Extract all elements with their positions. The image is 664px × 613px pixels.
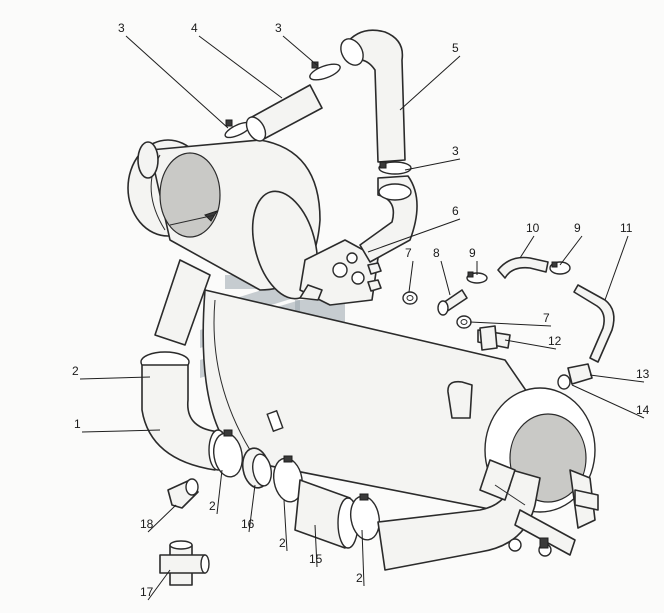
callout-label-c8: 8	[433, 246, 440, 260]
sleeve-16	[241, 447, 272, 489]
washer-7-b	[456, 315, 472, 329]
leader-line-c18	[147, 504, 177, 533]
callout-label-c2c: 2	[279, 536, 286, 550]
leader-line-c3a	[125, 35, 229, 129]
leader-line-c15	[314, 524, 318, 568]
tee-valve-17	[159, 540, 210, 586]
leader-line-c14	[571, 384, 645, 419]
leader-line-c7a	[408, 260, 414, 293]
bracket-assembly	[508, 469, 599, 557]
callout-label-c12: 12	[548, 334, 562, 348]
hose-10	[497, 256, 549, 279]
filter-outlet-tube	[154, 259, 211, 346]
leader-line-c10	[519, 235, 535, 259]
callout-label-c9a: 9	[469, 246, 476, 260]
leader-line-c16	[248, 484, 256, 533]
callout-label-c5: 5	[452, 41, 459, 55]
leader-line-c5	[399, 55, 461, 111]
clamp-2-b	[272, 455, 304, 503]
callout-label-c15: 15	[309, 552, 323, 566]
fitting-8	[437, 289, 468, 316]
air-filter-housing	[127, 139, 321, 300]
compressor-unit	[299, 239, 382, 306]
clamp-2-a	[212, 429, 244, 478]
callout-label-c2d: 2	[356, 571, 363, 585]
callout-label-c4: 4	[191, 21, 198, 35]
washer-14	[557, 374, 571, 390]
callout-label-c2a: 2	[72, 364, 79, 378]
upper-pipe	[340, 29, 418, 263]
callout-label-c6: 6	[452, 204, 459, 218]
leader-line-c2d	[361, 529, 365, 587]
callout-label-c3b: 3	[275, 21, 282, 35]
leader-line-c17	[147, 569, 171, 601]
leader-line-c3b	[282, 35, 319, 67]
callout-label-c9b: 9	[574, 221, 581, 235]
leader-line-c13	[589, 374, 645, 383]
callout-label-c11: 11	[620, 221, 633, 235]
hose-4	[245, 84, 323, 142]
leader-line-c2b	[216, 469, 223, 515]
callout-label-c7b: 7	[543, 311, 550, 325]
clamp-9-b	[549, 261, 571, 275]
leader-line-c6	[367, 218, 461, 253]
callout-label-c16: 16	[241, 517, 255, 531]
hose-15	[294, 479, 359, 549]
callout-label-c1: 1	[74, 417, 81, 431]
elbow-pipe-1	[140, 351, 228, 471]
leader-line-c9b	[559, 235, 583, 266]
fitting-18	[167, 478, 199, 509]
callout-label-c3a: 3	[118, 21, 125, 35]
clamp-3-mid	[378, 161, 412, 175]
callout-label-c13: 13	[636, 367, 650, 381]
leader-line-c4	[198, 35, 283, 99]
leader-line-c3c	[404, 158, 461, 171]
nut-13	[567, 363, 593, 385]
clamp-3-top	[309, 61, 341, 81]
lower-outlet-pipe	[377, 459, 541, 571]
callout-label-c7a: 7	[405, 246, 412, 260]
leader-line-c2c	[283, 499, 288, 552]
clamp-2-c	[349, 493, 381, 541]
pipe-11	[573, 284, 615, 363]
bolt-12	[477, 325, 511, 351]
callout-label-c3c: 3	[452, 144, 459, 158]
callout-label-c10: 10	[526, 221, 540, 235]
callout-label-c2b: 2	[209, 499, 216, 513]
callout-label-c18: 18	[140, 517, 154, 531]
callout-label-c14: 14	[636, 403, 650, 417]
leader-line-c2a	[79, 376, 151, 380]
washer-7-a	[402, 291, 418, 305]
leader-line-c8	[440, 260, 451, 296]
clamp-9-a	[466, 271, 488, 284]
leader-line-c12	[504, 339, 557, 350]
leader-line-c11	[604, 235, 629, 301]
callout-label-c17: 17	[140, 585, 154, 599]
leader-line-c7b	[469, 321, 552, 327]
leader-line-c1	[81, 429, 161, 433]
